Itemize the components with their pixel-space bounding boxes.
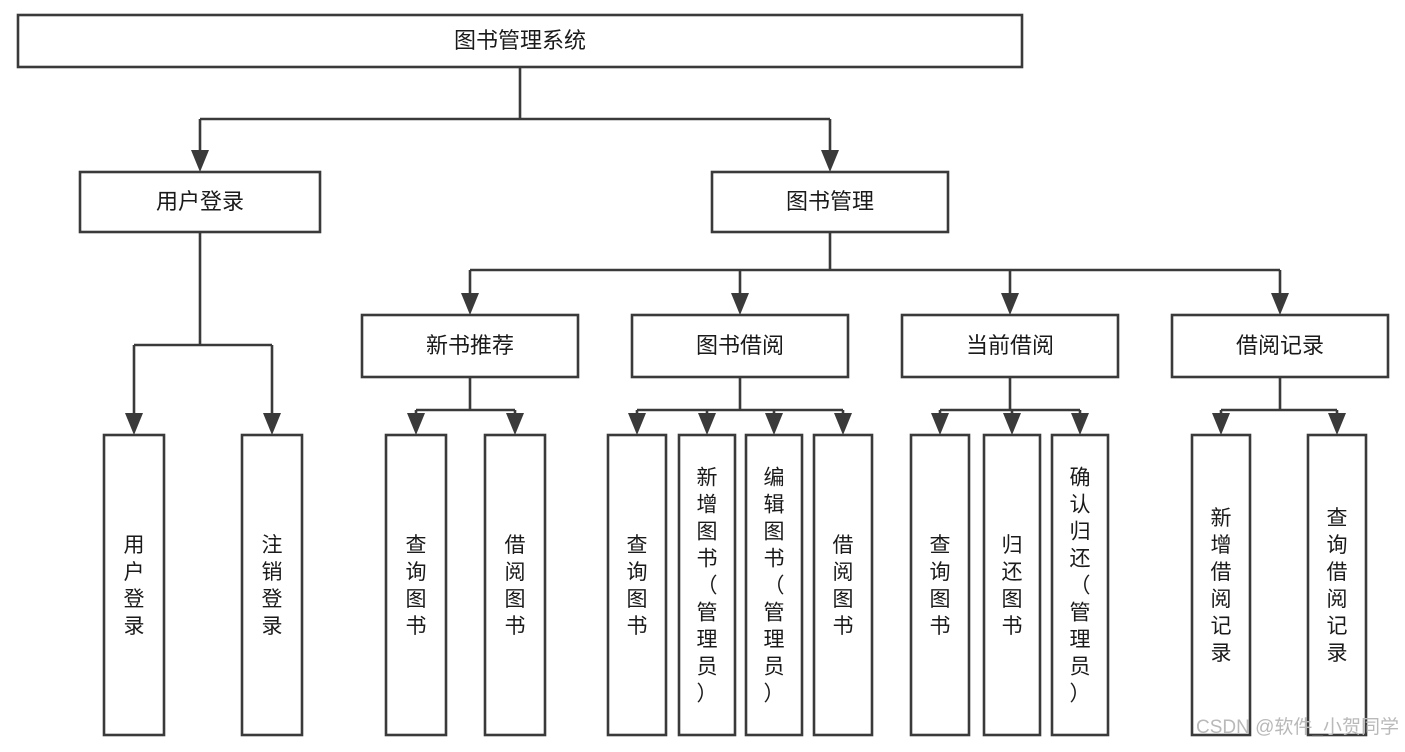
connector-layer: [125, 67, 1346, 435]
node-leaf-confirm-return-admin[interactable]: 确认归还（管理员）: [1050, 433, 1110, 737]
borrow-record-to-leaves-arrow-0: [1212, 413, 1230, 435]
node-leaf-query-borrow-record[interactable]: 查询借阅记录: [1306, 433, 1368, 737]
node-leaf-logout[interactable]: 注销登录: [240, 433, 304, 737]
node-new-book-recommend[interactable]: 新书推荐: [360, 313, 580, 379]
node-label-leaf-query-book-1: 查询图书: [406, 534, 427, 638]
node-book-borrow[interactable]: 图书借阅: [630, 313, 850, 379]
book-borrow-to-leaves-arrow-0: [628, 413, 646, 435]
node-label-book-manage: 图书管理: [786, 189, 874, 214]
node-leaf-query-book-3[interactable]: 查询图书: [909, 433, 971, 737]
book-borrow-to-leaves-arrow-3: [834, 413, 852, 435]
user-login-to-leaves-arrow-0: [125, 413, 143, 435]
book-manage-to-level3-arrow-2: [1001, 293, 1019, 315]
node-box-book-manage: [710, 170, 950, 234]
node-box-leaf-query-book-3: [909, 433, 971, 737]
node-leaf-query-book-1[interactable]: 查询图书: [384, 433, 448, 737]
node-layer: 图书管理系统用户登录图书管理新书推荐图书借阅当前借阅借阅记录用户登录注销登录查询…: [16, 13, 1390, 737]
node-user-login[interactable]: 用户登录: [78, 170, 322, 234]
node-label-leaf-borrow-book-1: 借阅图书: [505, 534, 526, 638]
current-borrow-to-leaves-arrow-0: [931, 413, 949, 435]
book-borrow-to-leaves-arrow-2: [765, 413, 783, 435]
node-box-leaf-query-borrow-record: [1306, 433, 1368, 737]
node-label-leaf-query-borrow-record: 查询借阅记录: [1327, 507, 1348, 665]
book-manage-to-level3-arrow-1: [731, 293, 749, 315]
node-label-user-login: 用户登录: [156, 189, 244, 214]
current-borrow-to-leaves-arrow-2: [1071, 413, 1089, 435]
node-leaf-return-book[interactable]: 归还图书: [982, 433, 1042, 737]
node-box-leaf-user-login: [102, 433, 166, 737]
node-book-manage[interactable]: 图书管理: [710, 170, 950, 234]
node-box-leaf-add-book-admin: [677, 433, 737, 737]
book-manage-to-level3-arrow-0: [461, 293, 479, 315]
node-leaf-add-borrow-record[interactable]: 新增借阅记录: [1190, 433, 1252, 737]
node-label-leaf-add-book-admin: 新增图书（管理员）: [697, 467, 718, 706]
node-box-leaf-add-borrow-record: [1190, 433, 1252, 737]
node-label-root: 图书管理系统: [454, 28, 586, 53]
borrow-record-to-leaves-arrow-1: [1328, 413, 1346, 435]
node-current-borrow[interactable]: 当前借阅: [900, 313, 1120, 379]
node-label-leaf-logout: 注销登录: [262, 534, 283, 638]
node-leaf-borrow-book-1[interactable]: 借阅图书: [483, 433, 547, 737]
node-label-leaf-confirm-return-admin: 确认归还（管理员）: [1070, 467, 1091, 706]
node-leaf-query-book-2[interactable]: 查询图书: [606, 433, 668, 737]
node-box-leaf-return-book: [982, 433, 1042, 737]
node-box-leaf-edit-book-admin: [744, 433, 804, 737]
node-leaf-add-book-admin[interactable]: 新增图书（管理员）: [677, 433, 737, 737]
node-label-new-book-recommend: 新书推荐: [426, 333, 514, 358]
node-box-current-borrow: [900, 313, 1120, 379]
watermark-text: CSDN @软件_小贺同学: [1196, 716, 1399, 738]
node-box-leaf-confirm-return-admin: [1050, 433, 1110, 737]
node-label-leaf-add-borrow-record: 新增借阅记录: [1211, 507, 1232, 665]
new-book-recommend-to-leaves-arrow-1: [506, 413, 524, 435]
node-leaf-edit-book-admin[interactable]: 编辑图书（管理员）: [744, 433, 804, 737]
node-box-borrow-record: [1170, 313, 1390, 379]
node-box-book-borrow: [630, 313, 850, 379]
node-label-leaf-return-book: 归还图书: [1002, 534, 1023, 638]
node-label-leaf-user-login: 用户登录: [124, 534, 145, 638]
node-box-leaf-borrow-book-2: [812, 433, 874, 737]
node-box-user-login: [78, 170, 322, 234]
root-to-level2-arrow-0: [191, 150, 209, 172]
node-box-new-book-recommend: [360, 313, 580, 379]
current-borrow-to-leaves-arrow-1: [1003, 413, 1021, 435]
node-label-borrow-record: 借阅记录: [1236, 333, 1324, 358]
node-box-root: [16, 13, 1024, 69]
node-label-leaf-query-book-3: 查询图书: [930, 534, 951, 638]
node-box-leaf-borrow-book-1: [483, 433, 547, 737]
node-label-leaf-query-book-2: 查询图书: [627, 534, 648, 638]
book-manage-to-level3-arrow-3: [1271, 293, 1289, 315]
node-label-leaf-edit-book-admin: 编辑图书（管理员）: [764, 467, 785, 706]
node-box-leaf-query-book-1: [384, 433, 448, 737]
root-to-level2-arrow-1: [821, 150, 839, 172]
node-box-leaf-logout: [240, 433, 304, 737]
node-label-current-borrow: 当前借阅: [966, 333, 1054, 358]
node-leaf-user-login[interactable]: 用户登录: [102, 433, 166, 737]
node-label-book-borrow: 图书借阅: [696, 333, 784, 358]
book-borrow-to-leaves-arrow-1: [698, 413, 716, 435]
node-label-leaf-borrow-book-2: 借阅图书: [833, 534, 854, 638]
new-book-recommend-to-leaves-arrow-0: [407, 413, 425, 435]
node-box-leaf-query-book-2: [606, 433, 668, 737]
node-root[interactable]: 图书管理系统: [16, 13, 1024, 69]
node-leaf-borrow-book-2[interactable]: 借阅图书: [812, 433, 874, 737]
user-login-to-leaves-arrow-1: [263, 413, 281, 435]
node-borrow-record[interactable]: 借阅记录: [1170, 313, 1390, 379]
